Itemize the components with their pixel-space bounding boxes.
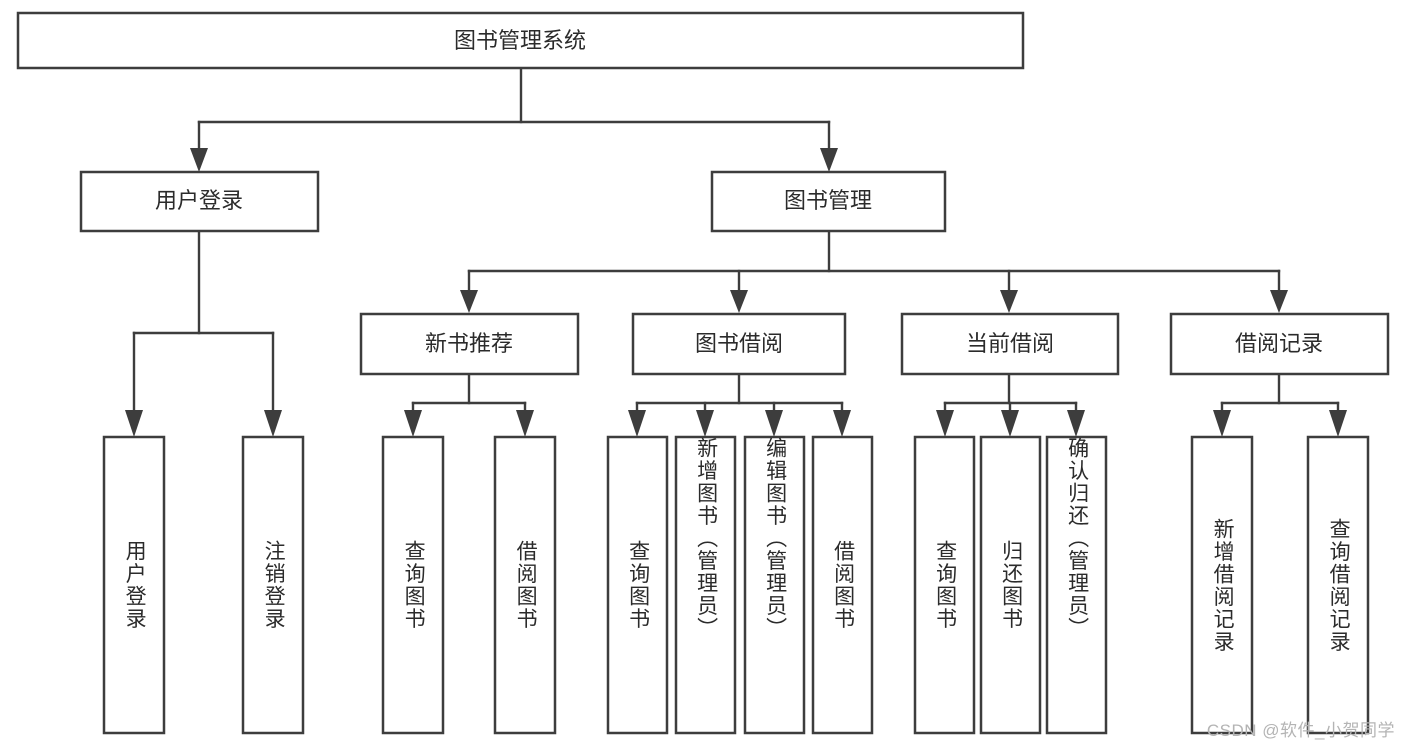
arrowhead-user-login: [190, 148, 208, 172]
node-new-book-recommend[interactable]: 新书推荐: [359, 312, 580, 376]
leaf-box-add-book-admin[interactable]: [674, 435, 737, 735]
leaf-box-borrow-book-1[interactable]: [493, 435, 557, 735]
arrowhead-cb-leaf1: [936, 410, 954, 437]
connector-group-borrow-record: [1213, 373, 1347, 437]
connector-group-user-login: [125, 229, 282, 437]
node-book-management[interactable]: 图书管理: [710, 170, 947, 233]
arrowhead-bb-leaf2: [696, 410, 714, 437]
leaf-box-return-book[interactable]: [979, 435, 1042, 735]
node-book-management-label: 图书管理: [784, 188, 872, 213]
connector-group-current-borrow: [936, 373, 1085, 437]
node-borrow-record-label: 借阅记录: [1235, 331, 1323, 356]
arrowhead-br-leaf2: [1329, 410, 1347, 437]
leaf-box-query-book-2[interactable]: [606, 435, 669, 735]
arrowhead-cb-leaf3: [1067, 410, 1085, 437]
arrowhead-bb-leaf4: [833, 410, 851, 437]
leaf-box-user-login[interactable]: [102, 435, 166, 735]
leaf-box-add-borrow-record[interactable]: [1190, 435, 1254, 735]
arrowhead-cb-leaf2: [1001, 410, 1019, 437]
connector-group-book-mgmt: [460, 229, 1288, 313]
leaf-box-borrow-book-2[interactable]: [811, 435, 874, 735]
arrowhead-bb-leaf3: [765, 410, 783, 437]
arrowhead-current-borrow: [1000, 290, 1018, 313]
connector-group-new-book-rec: [404, 373, 534, 437]
node-borrow-record[interactable]: 借阅记录: [1169, 312, 1390, 376]
arrowhead-nbr-leaf2: [516, 410, 534, 437]
arrowhead-book-mgmt: [820, 148, 838, 172]
arrowhead-leaf-user-login: [125, 410, 143, 437]
node-root-box: [16, 11, 1025, 70]
node-current-borrow[interactable]: 当前借阅: [900, 312, 1120, 376]
node-new-book-recommend-label: 新书推荐: [425, 331, 513, 356]
arrowhead-book-borrow: [730, 290, 748, 313]
node-borrow-record-box: [1169, 312, 1390, 376]
arrowhead-leaf-logout: [264, 410, 282, 437]
arrowhead-borrow-record: [1270, 290, 1288, 313]
node-book-management-box: [710, 170, 947, 233]
arrowhead-br-leaf1: [1213, 410, 1231, 437]
node-book-borrow-label: 图书借阅: [695, 331, 783, 356]
node-book-borrow[interactable]: 图书借阅: [631, 312, 847, 376]
node-root-label: 图书管理系统: [454, 28, 586, 53]
leaf-box-query-book-3[interactable]: [913, 435, 976, 735]
leaf-box-query-book-1[interactable]: [381, 435, 445, 735]
leaf-box-logout[interactable]: [241, 435, 305, 735]
node-user-login-label: 用户登录: [155, 188, 243, 213]
node-user-login-box: [79, 170, 320, 233]
node-new-book-recommend-box: [359, 312, 580, 376]
arrowhead-nbr-leaf1: [404, 410, 422, 437]
connector-group-root: [190, 66, 838, 172]
node-root-system[interactable]: 图书管理系统: [16, 11, 1025, 70]
node-user-login[interactable]: 用户登录: [79, 170, 320, 233]
node-current-borrow-label: 当前借阅: [966, 331, 1054, 356]
arrowhead-new-book-rec: [460, 290, 478, 313]
connector-group-book-borrow: [628, 373, 851, 437]
arrowhead-bb-leaf1: [628, 410, 646, 437]
node-current-borrow-box: [900, 312, 1120, 376]
leaf-box-confirm-return-admin[interactable]: [1045, 435, 1108, 735]
leaf-box-query-borrow-record[interactable]: [1306, 435, 1370, 735]
leaf-box-edit-book-admin[interactable]: [743, 435, 806, 735]
watermark-text: CSDN @软件_小贺同学: [1206, 721, 1395, 740]
node-book-borrow-box: [631, 312, 847, 376]
